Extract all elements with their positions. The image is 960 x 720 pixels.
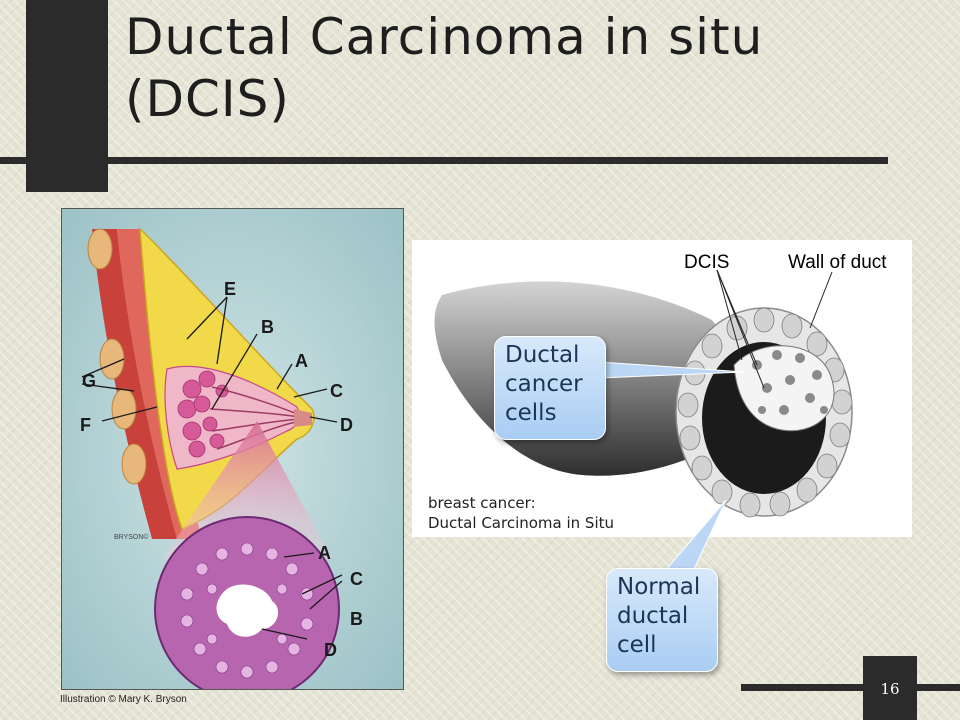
slide-title: Ductal Carcinoma in situ (DCIS) (125, 6, 925, 130)
caption-line-2: Ductal Carcinoma in Situ (428, 514, 614, 532)
cancer-callout-pointer (599, 361, 746, 379)
caption-line-1: breast cancer: (428, 494, 536, 512)
magnification-cone (162, 421, 332, 559)
normal-callout-pointer (663, 499, 727, 579)
footer-horizontal-bar (741, 684, 960, 691)
callout-ductal-cancer-cells: Ductal cancer cells (494, 336, 606, 440)
label-d-section: D (324, 640, 337, 660)
artist-signature: BRYSON© (114, 533, 149, 541)
slide-title-line-1: Ductal Carcinoma in situ (125, 8, 764, 66)
label-f: F (80, 415, 91, 435)
breast-anatomy-illustration: E B A C D G F A C B D BRYSON© (61, 208, 404, 690)
title-underline-bar (0, 157, 888, 164)
cross-section-cells (180, 542, 314, 679)
label-leader-lines (81, 296, 343, 640)
diagram-leader-lines (716, 269, 833, 389)
breast-anatomy-svg: E B A C D G F A C B D BRYSON© (62, 209, 403, 689)
lobules (177, 370, 229, 458)
nipple (294, 409, 312, 427)
label-c: C (330, 381, 343, 401)
illustration-credit: Illustration © Mary K. Bryson (60, 694, 187, 705)
label-wall-of-duct: Wall of duct (788, 252, 887, 273)
label-b: B (261, 317, 274, 337)
label-e: E (224, 279, 236, 299)
label-a-section: A (318, 543, 331, 563)
slide-title-line-2: (DCIS) (125, 70, 290, 128)
pectoral-muscle (92, 229, 177, 539)
callout-normal-ductal-cell: Normal ductal cell (606, 568, 718, 672)
label-d: D (340, 415, 353, 435)
label-dcis: DCIS (684, 252, 729, 273)
label-c-section: C (350, 569, 363, 589)
duct-lumen (216, 584, 279, 637)
label-g: G (82, 371, 96, 391)
ribs (87, 228, 147, 485)
page-number: 16 (880, 680, 900, 698)
label-b-section: B (350, 609, 363, 629)
label-a: A (295, 351, 308, 371)
